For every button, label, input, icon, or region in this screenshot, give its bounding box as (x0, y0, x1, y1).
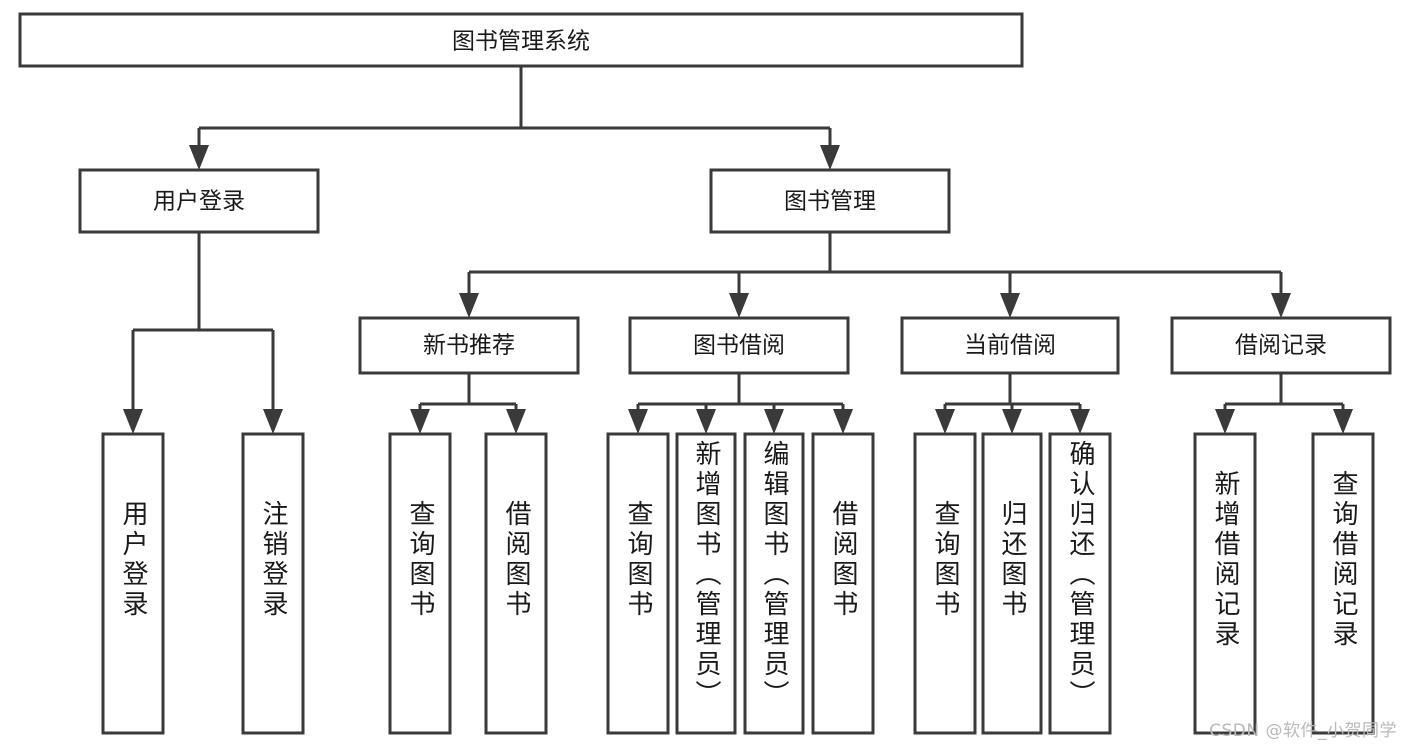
node-user-login-box[interactable] (78, 168, 320, 234)
leaf-box-bb-add-book[interactable] (675, 432, 737, 735)
node-book-management[interactable]: 图书管理 (709, 168, 951, 234)
arrow-head-bb-leaf-2 (696, 409, 716, 434)
node-current-borrow-label: 当前借阅 (964, 333, 1056, 359)
leaf-box-user-login[interactable] (101, 432, 165, 735)
arrow-head-cb-leaf-3 (1070, 409, 1090, 434)
arrow-head-br-leaf-2 (1333, 409, 1353, 434)
node-book-borrow-label: 图书借阅 (693, 333, 785, 359)
node-root-label: 图书管理系统 (452, 29, 590, 55)
node-borrow-record-box[interactable] (1170, 316, 1392, 375)
connector-group-new-book-to-leaves (410, 373, 526, 434)
leaf-box-br-add-record[interactable] (1193, 432, 1257, 735)
connector-group-borrow-record-to-leaves (1215, 373, 1353, 434)
node-book-borrow[interactable]: 图书借阅 (628, 316, 850, 375)
arrow-head-bb-leaf-1 (628, 409, 648, 434)
arrow-head-user-login (189, 145, 209, 170)
connector-group-current-borrow-to-leaves (935, 373, 1090, 434)
arrow-head-bb-leaf-3 (764, 409, 784, 434)
leaf-box-logout[interactable] (241, 432, 305, 735)
arrow-head-bb-leaf-4 (833, 409, 853, 434)
arrow-head-book-mgmt (820, 145, 840, 170)
node-borrow-record-label: 借阅记录 (1235, 333, 1327, 359)
node-root-box[interactable] (18, 12, 1024, 68)
connector-group-book-mgmt-to-level3 (459, 232, 1291, 318)
arrow-head-new-book (459, 293, 479, 318)
arrow-head-cb-leaf-1 (935, 409, 955, 434)
node-book-management-box[interactable] (709, 168, 951, 234)
leaf-box-bb-edit-book[interactable] (743, 432, 805, 735)
leaf-box-bb-borrow-book[interactable] (811, 432, 875, 735)
arrow-head-borrow-record (1271, 293, 1291, 318)
arrow-head-nb-leaf-2 (506, 409, 526, 434)
node-user-login[interactable]: 用户登录 (78, 168, 320, 234)
node-current-borrow[interactable]: 当前借阅 (900, 316, 1120, 375)
leaf-box-bb-query-book[interactable] (606, 432, 670, 735)
node-root[interactable]: 图书管理系统 (18, 12, 1024, 68)
leaf-box-nb-borrow-book[interactable] (484, 432, 548, 735)
arrow-head-current-borrow (1000, 293, 1020, 318)
arrow-head-leaf-logout (263, 409, 283, 434)
connector-group-user-login-to-leaves (123, 232, 283, 434)
leaf-box-cb-query-book[interactable] (913, 432, 977, 735)
arrow-head-book-borrow (729, 293, 749, 318)
node-borrow-record[interactable]: 借阅记录 (1170, 316, 1392, 375)
arrow-head-cb-leaf-2 (1002, 409, 1022, 434)
leaf-box-br-query-record[interactable] (1311, 432, 1375, 735)
arrow-head-leaf-user-login (123, 409, 143, 434)
node-new-book-recommend-box[interactable] (358, 316, 580, 375)
arrow-head-br-leaf-1 (1215, 409, 1235, 434)
node-current-borrow-box[interactable] (900, 316, 1120, 375)
node-new-book-recommend[interactable]: 新书推荐 (358, 316, 580, 375)
node-book-management-label: 图书管理 (784, 189, 876, 215)
leaf-box-nb-query-book[interactable] (388, 432, 452, 735)
node-user-login-label: 用户登录 (153, 189, 245, 215)
arrow-head-nb-leaf-1 (410, 409, 430, 434)
watermark-text: CSDN @软件_小贺同学 (1209, 721, 1397, 741)
leaf-box-cb-confirm-return[interactable] (1048, 432, 1112, 735)
leaf-box-cb-return-book[interactable] (981, 432, 1043, 735)
connector-group-root-to-level2 (189, 66, 840, 170)
node-new-book-recommend-label: 新书推荐 (423, 333, 515, 359)
node-book-borrow-box[interactable] (628, 316, 850, 375)
connector-group-book-borrow-to-leaves (628, 373, 853, 434)
